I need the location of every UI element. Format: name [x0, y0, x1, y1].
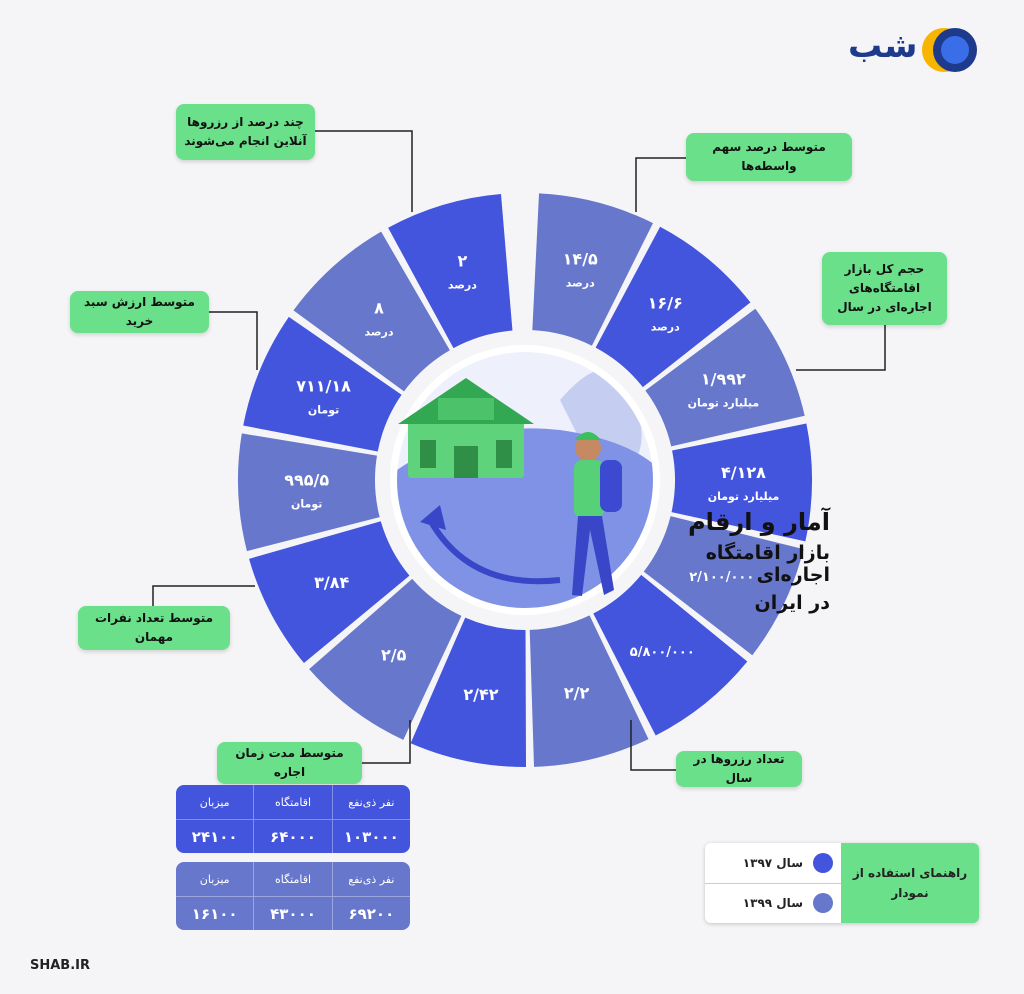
ring-segment [249, 521, 410, 664]
table-header-cell: میزبان [199, 795, 230, 809]
segment-value: ۹۹۵/۵ [284, 471, 329, 490]
ring-segment [293, 231, 450, 392]
segment-unit: درصد [365, 325, 394, 338]
house-icon [398, 378, 534, 478]
table-1397-values: ۱۰۳۰۰۰ ۶۴۰۰۰ ۲۴۱۰۰ [176, 819, 410, 853]
legend-swatch [813, 853, 833, 873]
table-value-cell: ۱۰۳۰۰۰ [331, 819, 410, 853]
segment-value: ۱۶/۶ [648, 293, 683, 312]
legend-item-1399: سال ۱۳۹۹ [705, 883, 841, 923]
title-line-3: در ایران [754, 592, 831, 614]
segment-value: ۲/۲ [564, 683, 590, 702]
legend: راهنمای استفاده از نمودار سال ۱۳۹۷ سال ۱… [705, 843, 979, 923]
table-1397-header: نفر ذی‌نفع اقامتگاه میزبان [176, 785, 410, 819]
callout-guests: متوسط تعداد نفرات مهمان [78, 606, 230, 650]
segment-value: ۲ [458, 252, 468, 271]
footer-brand: SHAB.IR [30, 958, 90, 973]
segment-unit: درصد [448, 279, 477, 292]
logo-mark [922, 28, 977, 72]
table-header-cell: اقامتگاه [253, 862, 331, 896]
legend-swatch [813, 893, 833, 913]
callout-duration: متوسط مدت زمان اجاره [217, 742, 362, 784]
segment-value: ۲/۴۲ [463, 685, 498, 704]
segment-value: ۱/۹۹۲ [701, 369, 746, 388]
ring-segment [410, 617, 527, 767]
segment-unit: درصد [651, 320, 680, 333]
legend-label: سال ۱۳۹۹ [742, 896, 803, 910]
title-line-2: بازار اقامتگاه اجاره‌ای [705, 542, 830, 586]
segment-value: ۷۱۱/۱۸ [296, 376, 351, 395]
table-value-cell: ۴۳۰۰۰ [253, 896, 332, 930]
ring-segment [595, 226, 751, 388]
segment-value: ۱۴/۵ [563, 250, 598, 269]
table-header-cell: اقامتگاه [253, 785, 331, 819]
table-value-cell: ۲۴۱۰۰ [176, 819, 254, 853]
callout-reservations: تعداد رزروها در سال [676, 751, 802, 787]
legend-item-1397: سال ۱۳۹۷ [705, 843, 841, 884]
ring-segment [388, 194, 513, 349]
table-header-cell: میزبان [199, 872, 230, 886]
legend-title: راهنمای استفاده از نمودار [841, 843, 979, 923]
segment-unit: میلیارد تومان [688, 396, 760, 409]
table-header-cell: نفر ذی‌نفع [331, 785, 410, 819]
ring-segments: ۱۴/۵ درصد ۱۶/۶ درصد ۱/۹۹۲ میلیارد تومان ۴/۱۲۸ م… [237, 193, 812, 767]
segment-unit: درصد [566, 277, 595, 290]
segment-unit: میلیارد تومان [708, 490, 780, 503]
segment-value: ۲/۵ [381, 646, 407, 665]
traveler-icon [572, 432, 622, 596]
ring-segment [532, 193, 653, 346]
segment-value: ۸ [374, 298, 384, 317]
segment-unit: تومان [308, 403, 339, 416]
segment-value: ۲/۱۰۰/۰۰۰ [689, 570, 754, 585]
segment-value: ۴/۱۲۸ [721, 463, 766, 482]
ring-segment [645, 308, 805, 447]
callout-basket: متوسط ارزش سبد خرید [70, 291, 209, 333]
callout-market: حجم کل بازار اقامتگاه‌های اجاره‌ای در سا… [822, 252, 947, 325]
table-1399-header: نفر ذی‌نفع اقامتگاه میزبان [176, 862, 410, 896]
logo-text: شب [848, 26, 918, 66]
ring-segment [309, 578, 462, 740]
table-1399: نفر ذی‌نفع اقامتگاه میزبان ۶۹۲۰۰ ۴۳۰۰۰ ۱… [176, 862, 410, 930]
ring-segment [237, 433, 380, 552]
segment-unit: تومان [291, 498, 322, 511]
segment-value: ۳/۸۴ [314, 573, 349, 592]
table-1397: نفر ذی‌نفع اقامتگاه میزبان ۱۰۳۰۰۰ ۶۴۰۰۰ … [176, 785, 410, 853]
ring-segment [529, 615, 649, 767]
table-header-cell: نفر ذی‌نفع [331, 862, 410, 896]
callout-online: چند درصد از رزروها آنلاین انجام می‌شوند [176, 104, 315, 160]
table-value-cell: ۱۶۱۰۰ [176, 896, 254, 930]
infographic-title: آمار و ارقام بازار اقامتگاه اجاره‌ای در … [640, 508, 830, 614]
callout-brokers: متوسط درصد سهم واسطه‌ها [686, 133, 852, 181]
legend-label: سال ۱۳۹۷ [742, 856, 803, 870]
table-value-cell: ۶۹۲۰۰ [331, 896, 410, 930]
ring-segment [643, 516, 804, 656]
ring-segment [243, 316, 402, 452]
segment-value: ۵/۸۰۰/۰۰۰ [630, 645, 695, 660]
ring-segment [671, 423, 812, 542]
table-value-cell: ۶۴۰۰۰ [253, 819, 332, 853]
ring-segment [593, 574, 748, 736]
title-line-1: آمار و ارقام [688, 508, 830, 536]
table-1399-values: ۶۹۲۰۰ ۴۳۰۰۰ ۱۶۱۰۰ [176, 896, 410, 930]
